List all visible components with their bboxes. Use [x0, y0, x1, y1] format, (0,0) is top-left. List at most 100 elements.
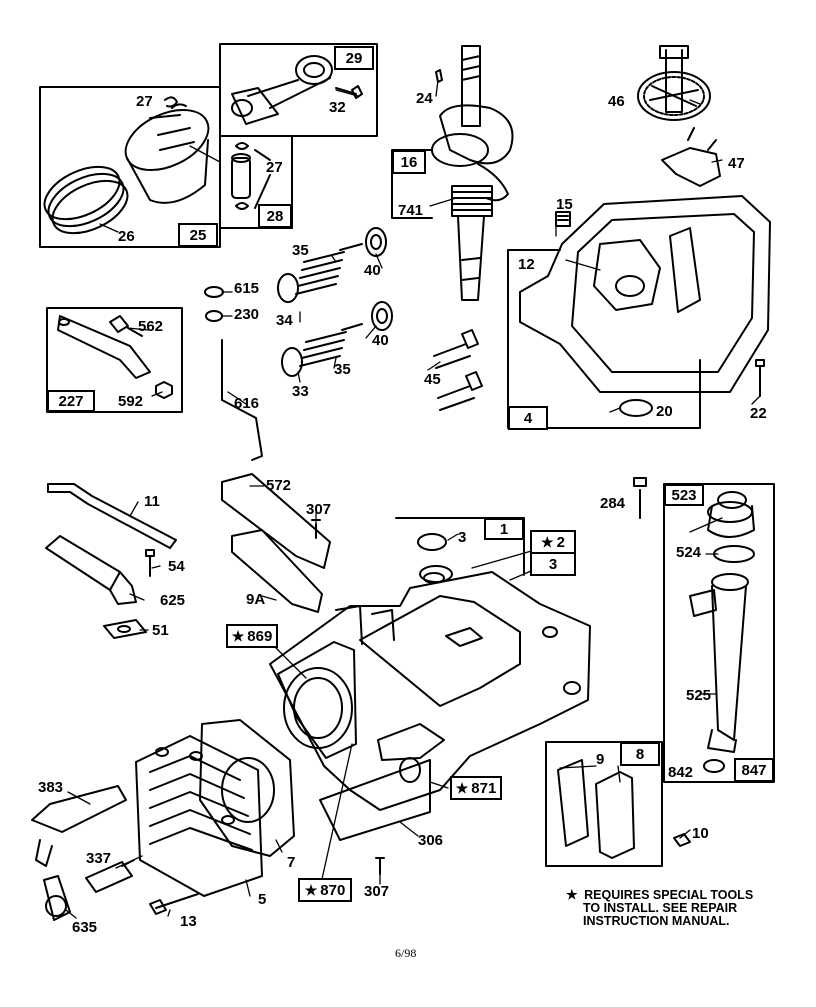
label-741: 741	[398, 202, 424, 219]
oil-seal-3	[417, 533, 447, 551]
piston-rings	[43, 165, 129, 235]
label-45: 45	[424, 371, 441, 388]
box-847: 847	[734, 758, 774, 782]
valve-tool-frame	[46, 307, 183, 413]
label-525: 525	[686, 687, 712, 704]
star-icon: ★	[304, 882, 318, 898]
label-46: 46	[608, 93, 625, 110]
note-line-1-text: REQUIRES SPECIAL TOOLS	[584, 888, 754, 902]
label-9a: 9A	[246, 591, 266, 608]
push-rods-45	[433, 329, 483, 411]
star-icon: ★	[455, 780, 469, 796]
label-9: 9	[596, 751, 605, 768]
box-28-text: 28	[266, 207, 284, 225]
washer-230	[205, 310, 223, 322]
label-383: 383	[38, 779, 64, 796]
label-32: 32	[329, 99, 346, 116]
box-28: 28	[258, 204, 292, 228]
connecting-rod-frame	[219, 43, 378, 137]
breather-gasket-9	[557, 759, 589, 847]
box-1: 1	[484, 518, 524, 540]
box-2: ★2	[530, 530, 576, 554]
box-8: 8	[620, 742, 660, 766]
valve-spring-lower	[299, 323, 363, 367]
o-ring-524	[713, 545, 755, 563]
intake-elbow-625	[45, 535, 137, 605]
box-1-text: 1	[499, 520, 509, 538]
dipstick-tube-frame	[663, 483, 775, 783]
retainer-upper	[365, 227, 387, 257]
gasket-51	[103, 619, 147, 639]
label-40a: 40	[364, 262, 381, 279]
piston-clip	[164, 96, 178, 108]
box-227: 227	[47, 390, 95, 412]
label-13: 13	[180, 913, 197, 930]
star-icon: ★	[541, 534, 554, 550]
label-307b: 307	[364, 883, 390, 900]
label-3a: 3	[458, 529, 467, 546]
label-635: 635	[72, 919, 98, 936]
breather-cover-8	[595, 771, 635, 859]
sump-frame	[507, 249, 701, 429]
label-20: 20	[656, 403, 673, 420]
box-2-text: 2	[556, 533, 565, 551]
label-11: 11	[144, 493, 160, 510]
connecting-rod	[231, 55, 333, 125]
dipstick-tube-525	[689, 573, 749, 753]
label-625: 625	[160, 592, 186, 609]
breather-frame	[545, 741, 663, 867]
label-33: 33	[292, 383, 309, 400]
spark-plug-cover-383	[31, 785, 127, 867]
breather-plug-15	[555, 211, 571, 227]
crank-key	[435, 69, 443, 83]
label-337: 337	[86, 850, 112, 867]
label-5: 5	[258, 891, 267, 908]
valve-seal-615	[204, 286, 224, 298]
piston	[124, 103, 210, 204]
label-842: 842	[668, 764, 694, 781]
valve-tool	[57, 315, 151, 379]
label-54: 54	[168, 558, 185, 575]
screw-307b	[375, 857, 385, 875]
box-16-text: 16	[400, 153, 418, 171]
cam-gear	[637, 45, 711, 121]
label-562: 562	[138, 318, 164, 335]
label-615: 615	[234, 280, 260, 297]
box-29: 29	[334, 46, 374, 70]
valve-head-upper	[277, 273, 299, 303]
box-847-text: 847	[741, 761, 767, 779]
box-3-text: 3	[548, 555, 558, 573]
label-15: 15	[556, 196, 573, 213]
note-line-1: ★ REQUIRES SPECIAL TOOLS	[566, 888, 806, 902]
bolt-284	[633, 477, 647, 519]
box-871-text: 871	[471, 779, 497, 797]
crankshaft	[431, 45, 514, 301]
box-869: ★869	[226, 624, 278, 648]
base-plate-306	[319, 759, 431, 841]
screw-54	[145, 549, 155, 577]
control-rod-11	[47, 483, 177, 549]
box-227-text: 227	[58, 392, 84, 410]
box-4: 4	[508, 406, 548, 430]
label-592: 592	[118, 393, 144, 410]
note-line-3: INSTRUCTION MANUAL.	[583, 914, 730, 928]
label-524: 524	[676, 544, 702, 561]
nut-592	[155, 381, 173, 399]
o-ring-842	[703, 759, 725, 773]
box-25-text: 25	[189, 226, 207, 244]
label-10: 10	[692, 825, 709, 842]
star-icon: ★	[566, 887, 578, 902]
label-24: 24	[416, 90, 433, 107]
star-icon: ★	[231, 628, 245, 644]
wrist-pin	[231, 142, 271, 210]
label-27a: 27	[136, 93, 153, 110]
crankcase-frame	[395, 517, 525, 576]
box-523: 523	[664, 484, 704, 506]
label-26: 26	[118, 228, 135, 245]
label-40b: 40	[372, 332, 389, 349]
plug-boot-635	[43, 875, 71, 921]
leader-lines	[65, 79, 761, 919]
label-284: 284	[600, 495, 626, 512]
box-871: ★871	[450, 776, 502, 800]
